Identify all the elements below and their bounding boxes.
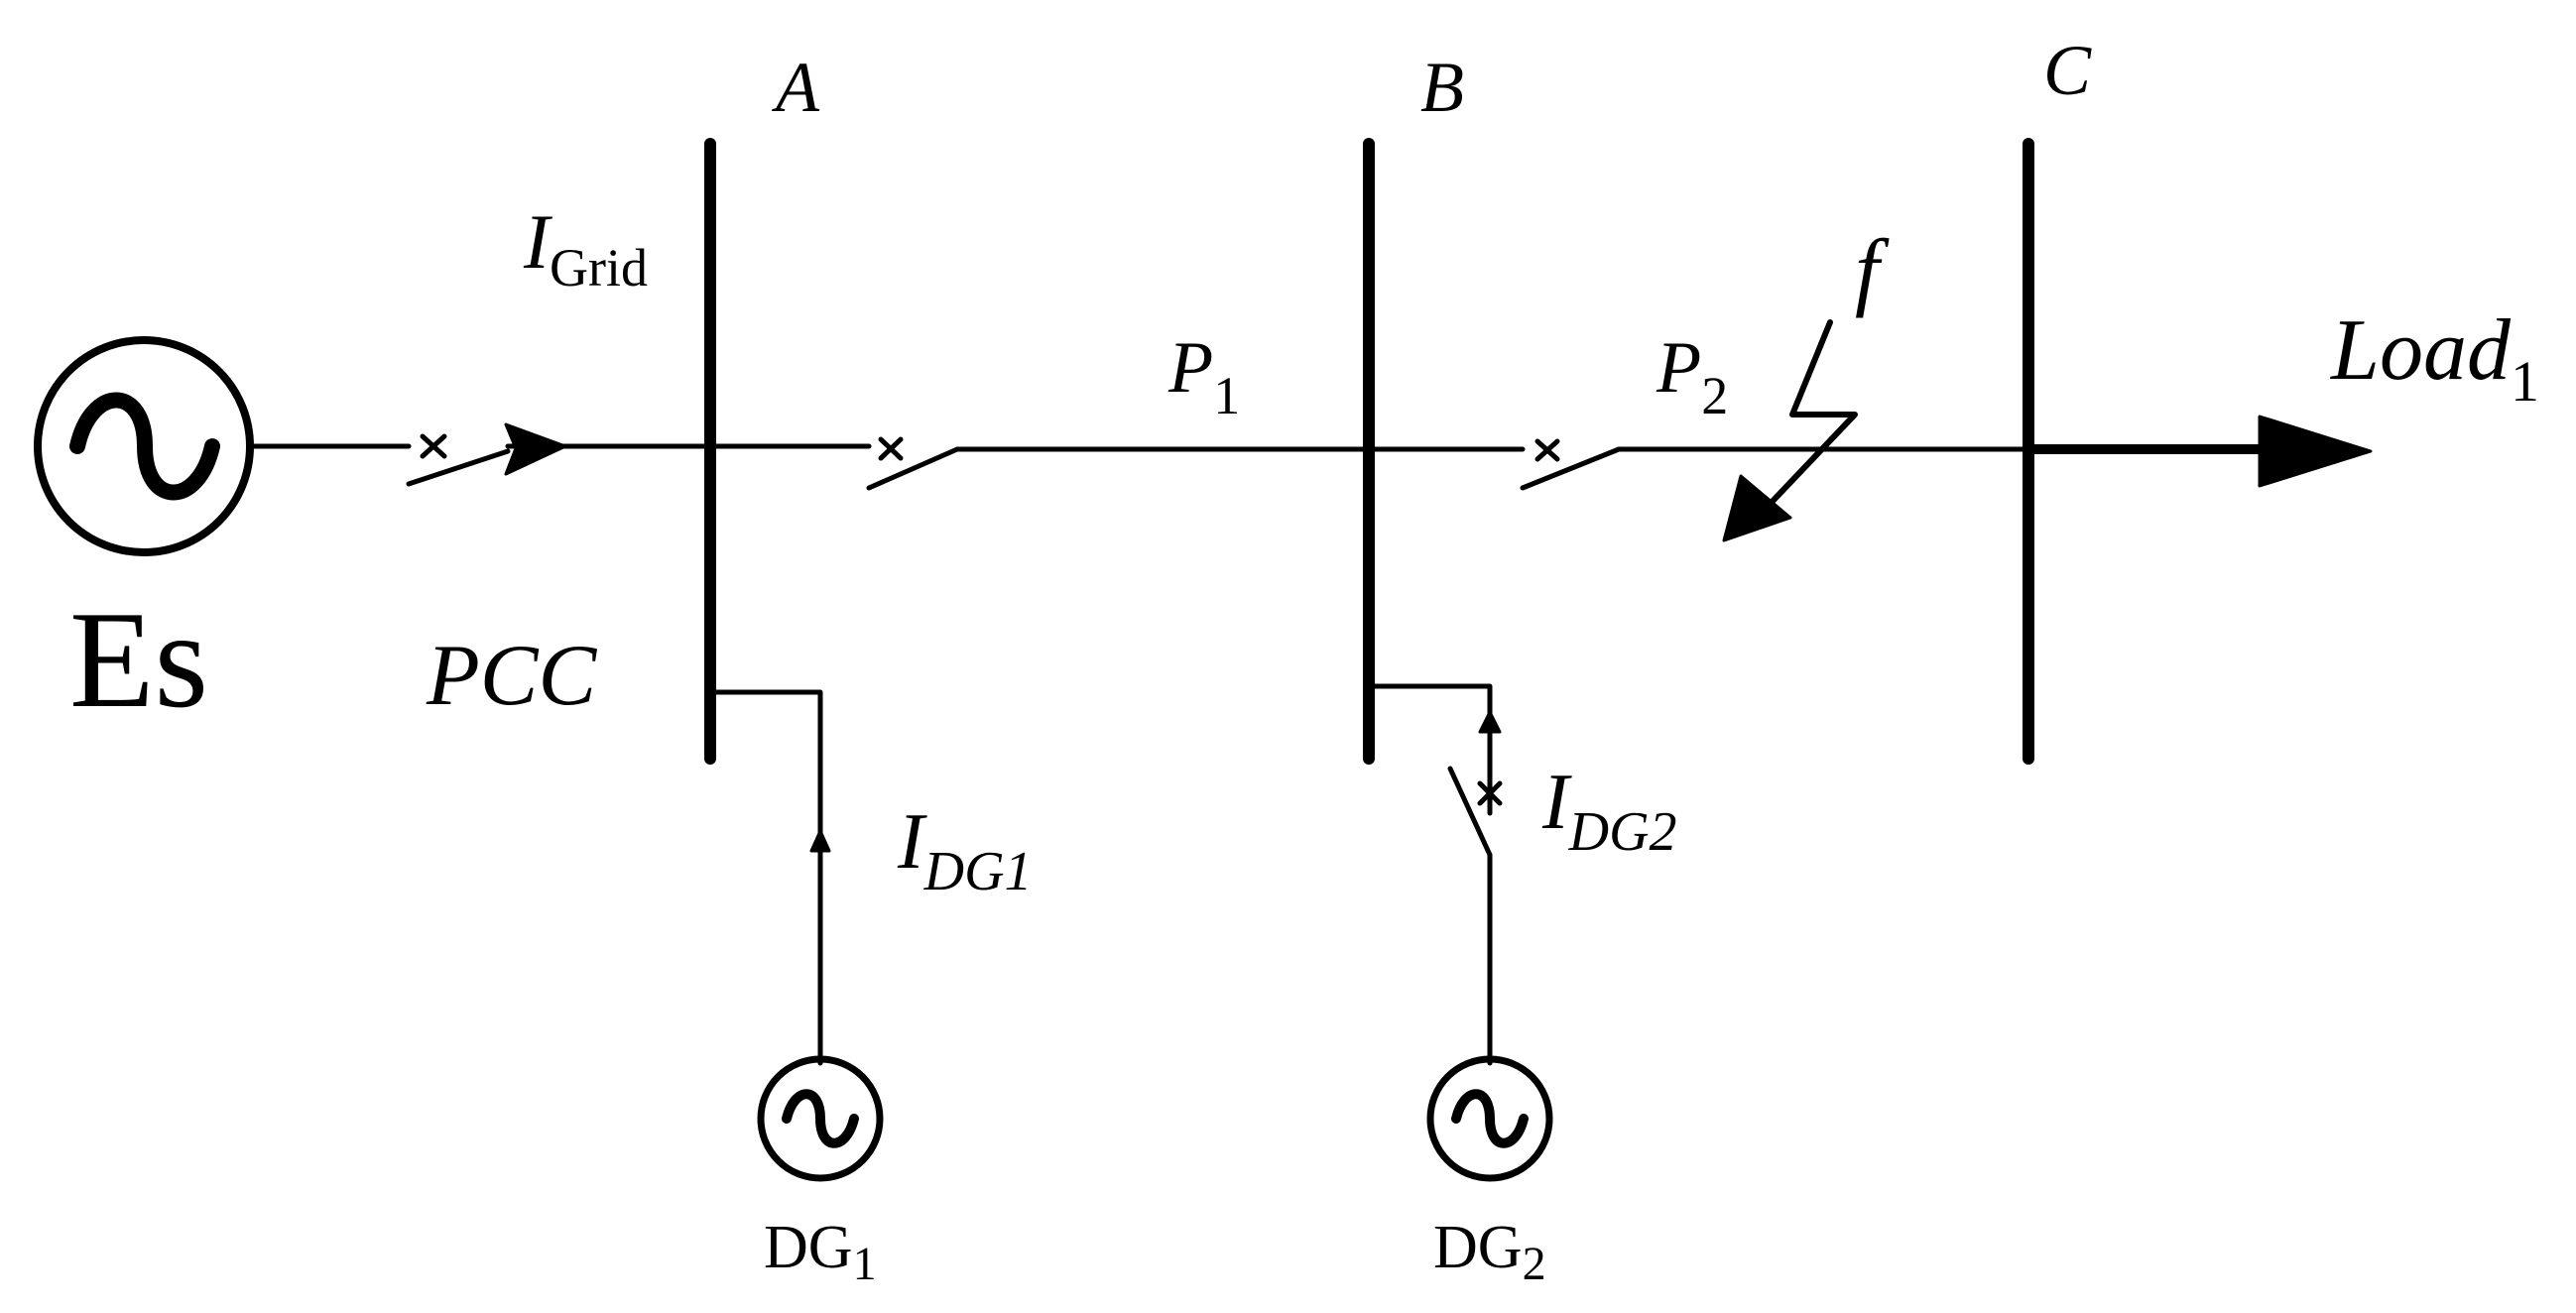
dg2-source-icon xyxy=(1426,1055,1553,1182)
p1-label: P1 xyxy=(1167,327,1240,425)
grid-source-icon xyxy=(34,336,254,556)
idg1-label: IDG1 xyxy=(897,798,1033,902)
dg1-main: DG xyxy=(764,1214,853,1281)
dg2-branch-line-top xyxy=(1366,683,1493,816)
dg2-label: DG2 xyxy=(1433,1214,1546,1290)
idg2-label: IDG2 xyxy=(1541,759,1677,863)
breaker-b-c-icon[interactable] xyxy=(1520,438,1622,491)
dg1-current-arrow-icon xyxy=(809,829,831,853)
pcc-label: PCC xyxy=(426,628,597,724)
fault-lightning-icon xyxy=(1722,319,1858,542)
grid-current-main: I xyxy=(523,198,553,285)
p1-main: P xyxy=(1167,327,1213,409)
bus-c-label: C xyxy=(2043,31,2092,110)
idg1-sub-dg: DG1 xyxy=(923,841,1033,902)
load-main: Load xyxy=(2329,302,2512,399)
source-label: Es xyxy=(69,583,208,737)
dg1-label: DG1 xyxy=(764,1214,877,1290)
load-label: Load1 xyxy=(2329,302,2539,414)
breaker-a-b-icon[interactable] xyxy=(866,436,960,491)
p1-sub: 1 xyxy=(1213,366,1240,425)
grid-current-sub: Grid xyxy=(550,238,648,298)
idg1-main: I xyxy=(897,798,927,886)
p2-sub: 2 xyxy=(1701,366,1728,425)
dg1-branch-line xyxy=(707,689,823,1066)
dg1-source-icon xyxy=(757,1055,884,1182)
fault-label: f xyxy=(1855,223,1890,319)
idg2-sub-dg: DG2 xyxy=(1568,801,1677,863)
p2-main: P xyxy=(1656,327,1701,409)
dg1-sub: 1 xyxy=(853,1238,877,1290)
idg2-main: I xyxy=(1541,759,1572,846)
bus-b-label: B xyxy=(1420,48,1464,127)
bus-a-label: A xyxy=(772,48,820,127)
grid-current-arrow-icon xyxy=(504,422,567,476)
grid-breaker-icon[interactable] xyxy=(406,433,511,487)
dg2-breaker-icon[interactable] xyxy=(1447,766,1503,858)
load-arrow-icon xyxy=(2258,415,2373,488)
grid-current-label: IGrid xyxy=(523,198,648,298)
dg2-sub: 2 xyxy=(1523,1238,1546,1290)
load-sub: 1 xyxy=(2511,349,2539,414)
dg2-main: DG xyxy=(1433,1214,1523,1281)
dg2-current-arrow-icon xyxy=(1478,710,1502,734)
p2-label: P2 xyxy=(1656,327,1728,425)
